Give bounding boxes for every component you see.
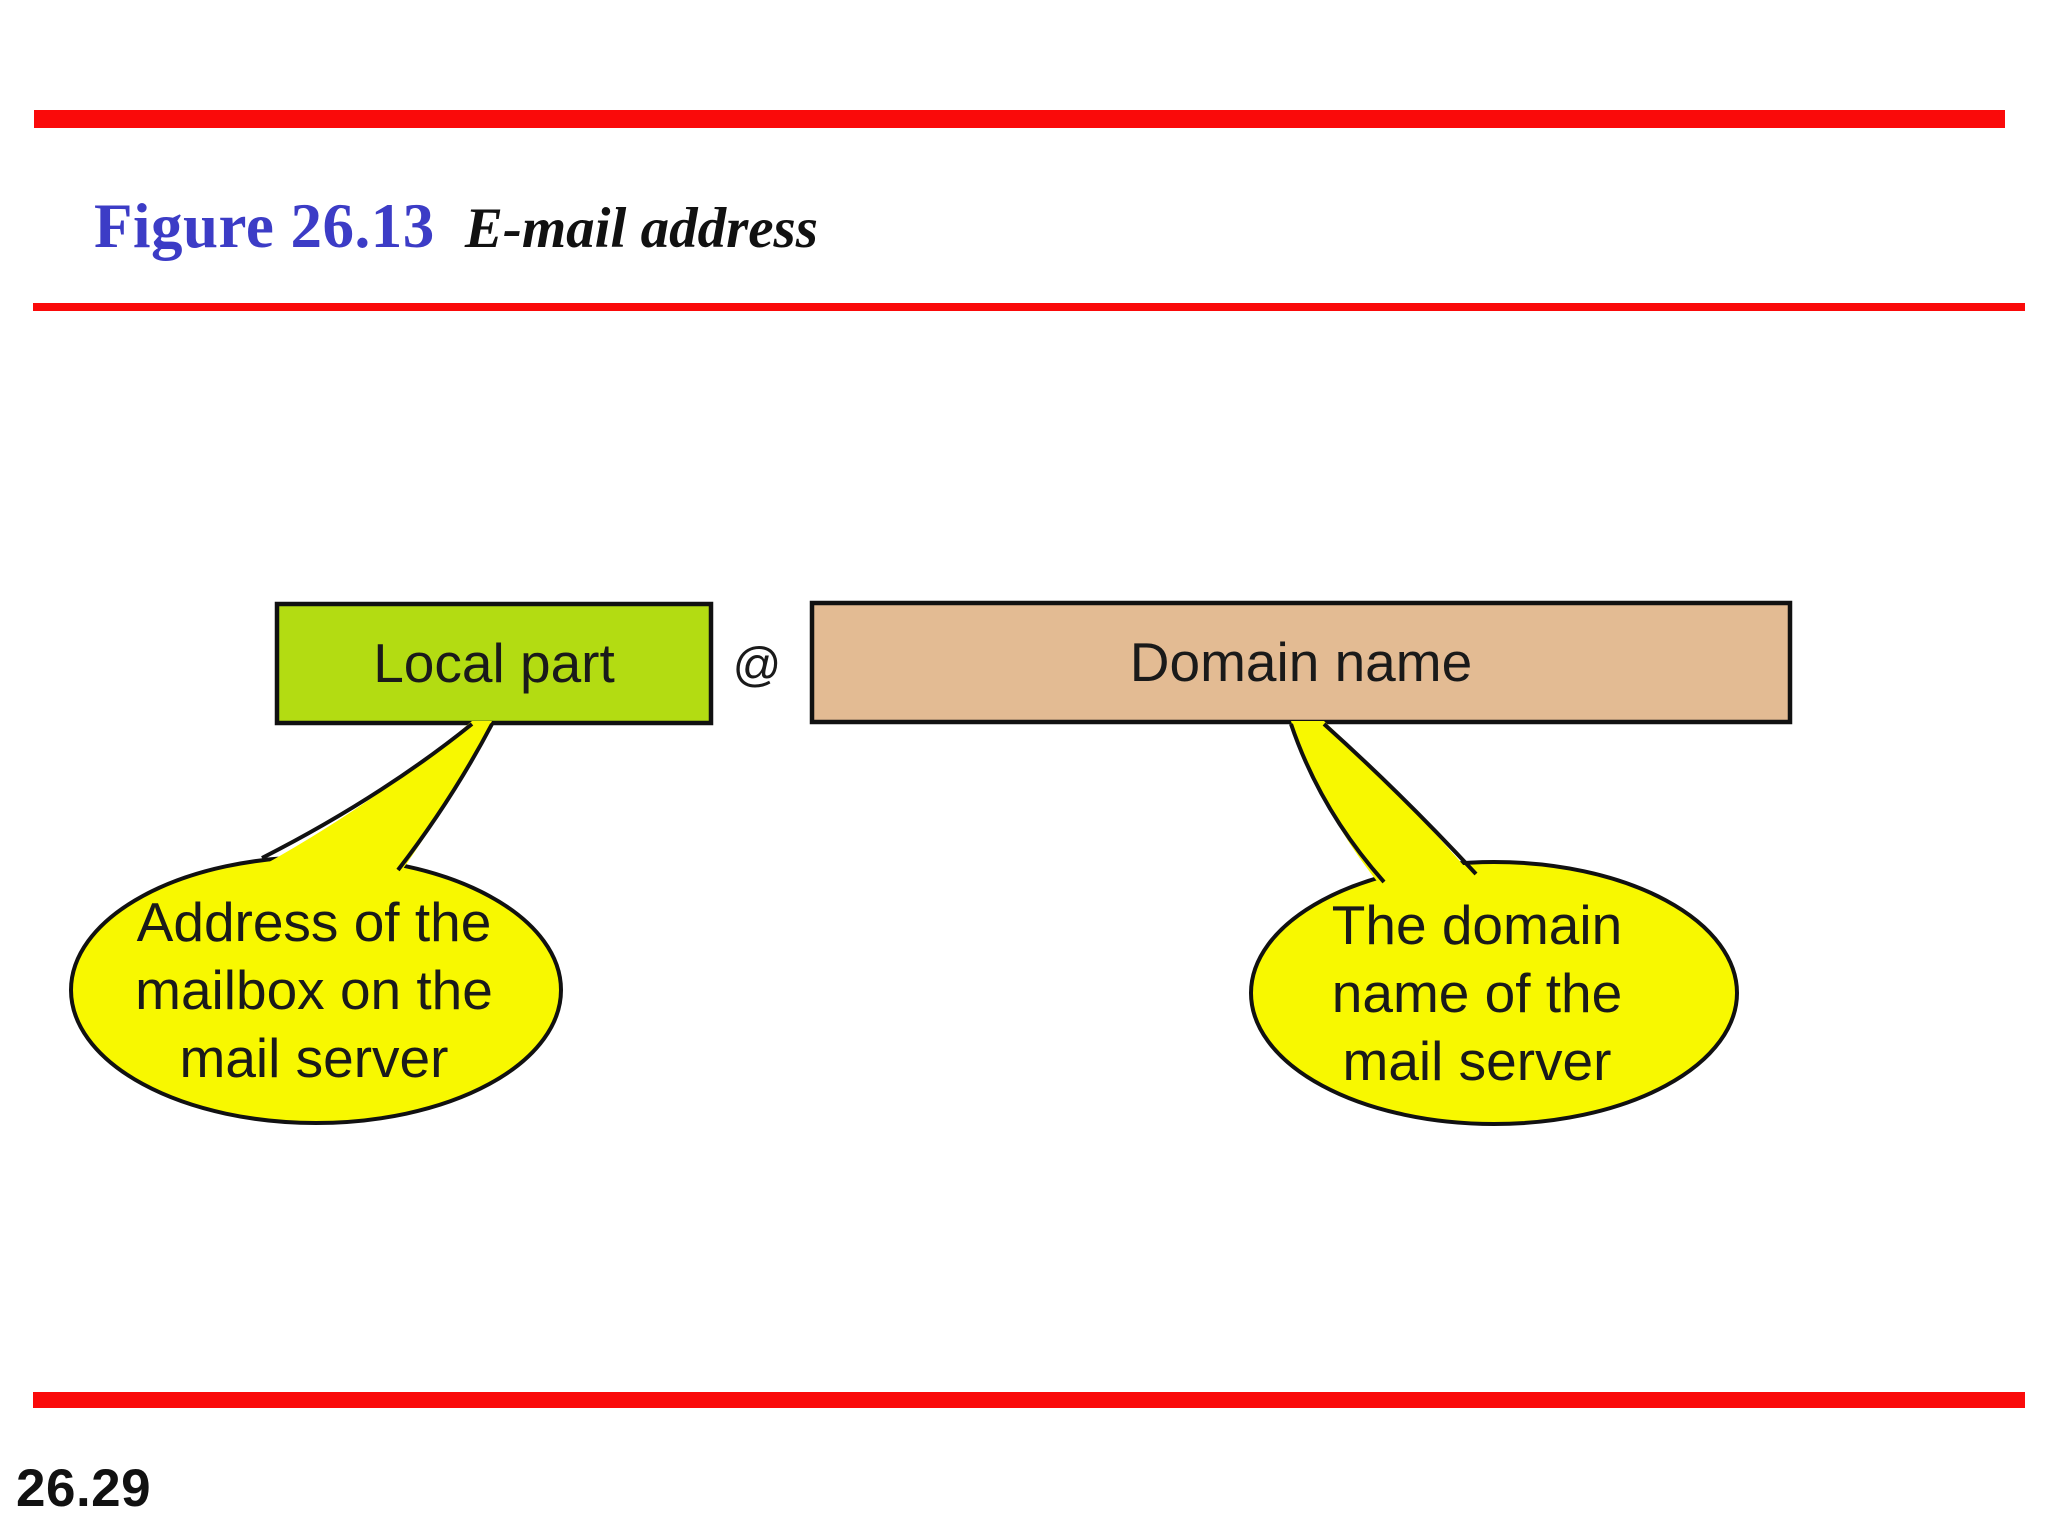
right-callout-balloon <box>1249 860 1739 1126</box>
left-callout-tail <box>262 721 492 876</box>
figure-number-label: Figure 26.13 <box>94 191 435 261</box>
right-callout-tail <box>1291 721 1478 890</box>
bottom-rule <box>33 1392 2025 1408</box>
left-callout-tail-outline <box>261 722 494 872</box>
top-rule <box>34 110 2005 128</box>
title-underline-rule <box>33 303 2025 311</box>
slide-title: Figure 26.13 E-mail address <box>94 190 818 263</box>
right-balloon-line: name of the <box>1332 962 1622 1024</box>
local-part-box <box>274 601 714 726</box>
right-callout-tail-outline <box>1289 722 1478 884</box>
local-part-label: Local part <box>373 632 615 694</box>
at-symbol: @ <box>733 639 782 692</box>
left-balloon-line: Address of the <box>137 891 492 953</box>
domain-name-label: Domain name <box>1130 631 1472 693</box>
left-balloon-line: mailbox on the <box>135 959 493 1021</box>
left-balloon-line: mail server <box>180 1027 449 1089</box>
figure-caption: E-mail address <box>464 197 818 260</box>
right-balloon-line: mail server <box>1343 1030 1612 1092</box>
right-balloon-line: The domain <box>1332 894 1622 956</box>
domain-name-box <box>809 600 1793 725</box>
page-number: 26.29 <box>16 1459 152 1518</box>
